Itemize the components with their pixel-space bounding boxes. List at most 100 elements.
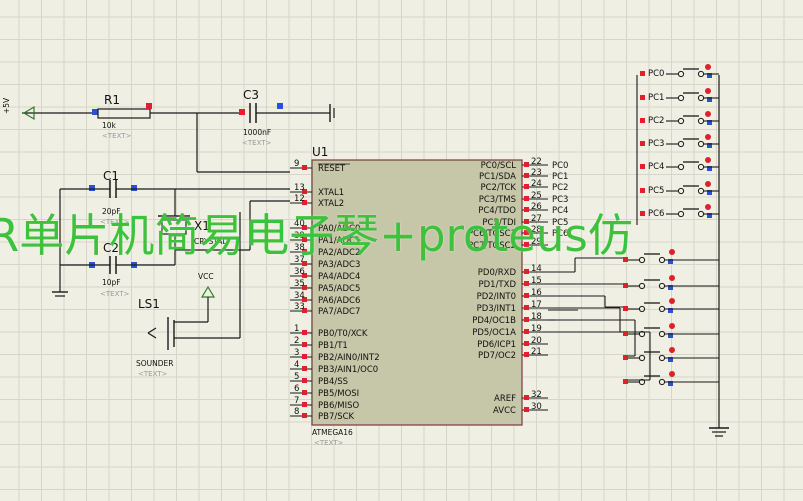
button-pd4[interactable] xyxy=(623,347,719,362)
pin-num: 15 xyxy=(531,276,542,286)
pin-num: 5 xyxy=(294,372,299,382)
button-pc1[interactable]: PC1 xyxy=(640,88,719,103)
pin-num: 2 xyxy=(294,336,299,346)
x1-value: CRYSTAL xyxy=(194,237,227,246)
button-pc6[interactable]: PC6 xyxy=(640,204,719,219)
button-net-label: PC0 xyxy=(648,69,664,79)
button-pc0[interactable]: PC0 xyxy=(640,64,719,79)
overlay-title: R单片机简易电子琴+proteus仿 xyxy=(0,209,633,262)
button-pd3[interactable] xyxy=(623,323,719,338)
pin-num: 38 xyxy=(294,243,305,253)
c2-text-tag: <TEXT> xyxy=(100,290,130,298)
pin-num: 18 xyxy=(531,312,542,322)
net-label: PC0 xyxy=(552,161,568,171)
ground-crystal xyxy=(52,291,68,297)
u1-part: ATMEGA16 xyxy=(312,428,353,437)
r1-value: 10k xyxy=(102,121,117,130)
pin-num: 37 xyxy=(294,255,305,265)
pin-name: PA7/ADC7 xyxy=(318,307,360,317)
power-label: +5V xyxy=(2,97,11,114)
pin-name: XTAL1 xyxy=(318,188,344,198)
pin-name: PA4/ADC4 xyxy=(318,272,360,282)
pin-num: 1 xyxy=(294,324,299,334)
pin-num: 23 xyxy=(531,168,542,178)
button-pc3[interactable]: PC3 xyxy=(640,134,719,149)
net-label: PC3 xyxy=(552,195,568,205)
button-net-label: PC4 xyxy=(648,162,664,172)
sounder-ls1[interactable]: LS1 SOUNDER <TEXT> xyxy=(136,212,241,378)
pin-name: PD0/RXD xyxy=(478,268,517,278)
pin-num: 35 xyxy=(294,279,305,289)
button-net-label: PC2 xyxy=(648,116,664,126)
capacitor-c1[interactable]: C1 20pF <TEXT> xyxy=(89,169,137,226)
net-label: PC4 xyxy=(552,206,568,216)
pin-num: 34 xyxy=(294,291,305,301)
u1-text-tag: <TEXT> xyxy=(314,439,344,447)
ground-right xyxy=(709,75,729,437)
pin-name: PC1/SDA xyxy=(479,172,516,182)
c3-value: 1000nF xyxy=(243,128,271,137)
pin-num: 32 xyxy=(531,390,542,400)
crystal-x1[interactable]: X1 CRYSTAL xyxy=(158,189,290,265)
power-terminal-left: +5V xyxy=(2,97,40,121)
button-pd2[interactable] xyxy=(623,298,719,313)
pin-num: 6 xyxy=(294,384,299,394)
button-net-label: PC5 xyxy=(648,186,664,196)
pin-name: PC6/TOSC1 xyxy=(468,229,516,239)
pin-name: PD3/INT1 xyxy=(477,304,516,314)
pin-name: PD5/OC1A xyxy=(472,328,516,338)
button-pc5[interactable]: PC5 xyxy=(640,181,719,196)
pin-name: AREF xyxy=(494,394,516,404)
pin-name: PD2/INT0 xyxy=(477,292,516,302)
pin-num: 20 xyxy=(531,336,542,346)
ground-c3 xyxy=(329,104,335,122)
c1-text-tag: <TEXT> xyxy=(100,218,130,226)
ls1-ref: LS1 xyxy=(138,297,160,311)
pin-num: 30 xyxy=(531,402,542,412)
c3-text-tag: <TEXT> xyxy=(242,139,272,147)
net-label: PC5 xyxy=(552,218,568,228)
vcc-label: VCC xyxy=(198,272,214,281)
pin-num: 40 xyxy=(294,219,305,229)
c1-value: 20pF xyxy=(102,207,121,216)
button-pd1[interactable] xyxy=(623,275,719,290)
ls1-value: SOUNDER xyxy=(136,359,174,368)
pin-num: 4 xyxy=(294,360,299,370)
pin-name: PB2/AIN0/INT2 xyxy=(318,353,380,363)
button-pc4[interactable]: PC4 xyxy=(640,157,719,172)
pin-name: PB4/SS xyxy=(318,377,348,387)
button-bus-wires xyxy=(548,257,651,381)
pin-name: PB5/MOSI xyxy=(318,389,359,399)
pin-name: PC5/TDI xyxy=(482,218,516,228)
button-pc2[interactable]: PC2 xyxy=(640,111,719,126)
pin-name: PD4/OC1B xyxy=(472,316,516,326)
pin-name: RESET xyxy=(318,164,346,174)
u1-ref: U1 xyxy=(312,145,328,159)
pin-name: PD6/ICP1 xyxy=(477,340,516,350)
vcc-terminal: VCC xyxy=(198,272,216,322)
c2-value: 10pF xyxy=(102,278,121,287)
capacitor-c3[interactable]: C3 1000nF <TEXT> xyxy=(239,88,283,147)
r1-ref: R1 xyxy=(104,93,120,107)
button-pd0[interactable] xyxy=(623,249,719,264)
net-label: PC2 xyxy=(552,183,568,193)
button-pd5[interactable] xyxy=(623,371,719,386)
pin-num: 24 xyxy=(531,179,542,189)
resistor-r1[interactable]: R1 10k <TEXT> xyxy=(92,93,152,140)
c1-ref: C1 xyxy=(103,169,119,183)
pin-name: PC0/SCL xyxy=(481,161,517,171)
pin-num: 27 xyxy=(531,214,542,224)
pin-num: 17 xyxy=(531,300,542,310)
pin-name: PA5/ADC5 xyxy=(318,284,360,294)
pin-name: PB1/T1 xyxy=(318,341,348,351)
pin-num: 25 xyxy=(531,191,542,201)
pin-name: XTAL2 xyxy=(318,199,344,209)
button-net-label: PC6 xyxy=(648,209,664,219)
pin-name: PA1/ADC1 xyxy=(318,236,360,246)
pin-num: 13 xyxy=(294,183,305,193)
